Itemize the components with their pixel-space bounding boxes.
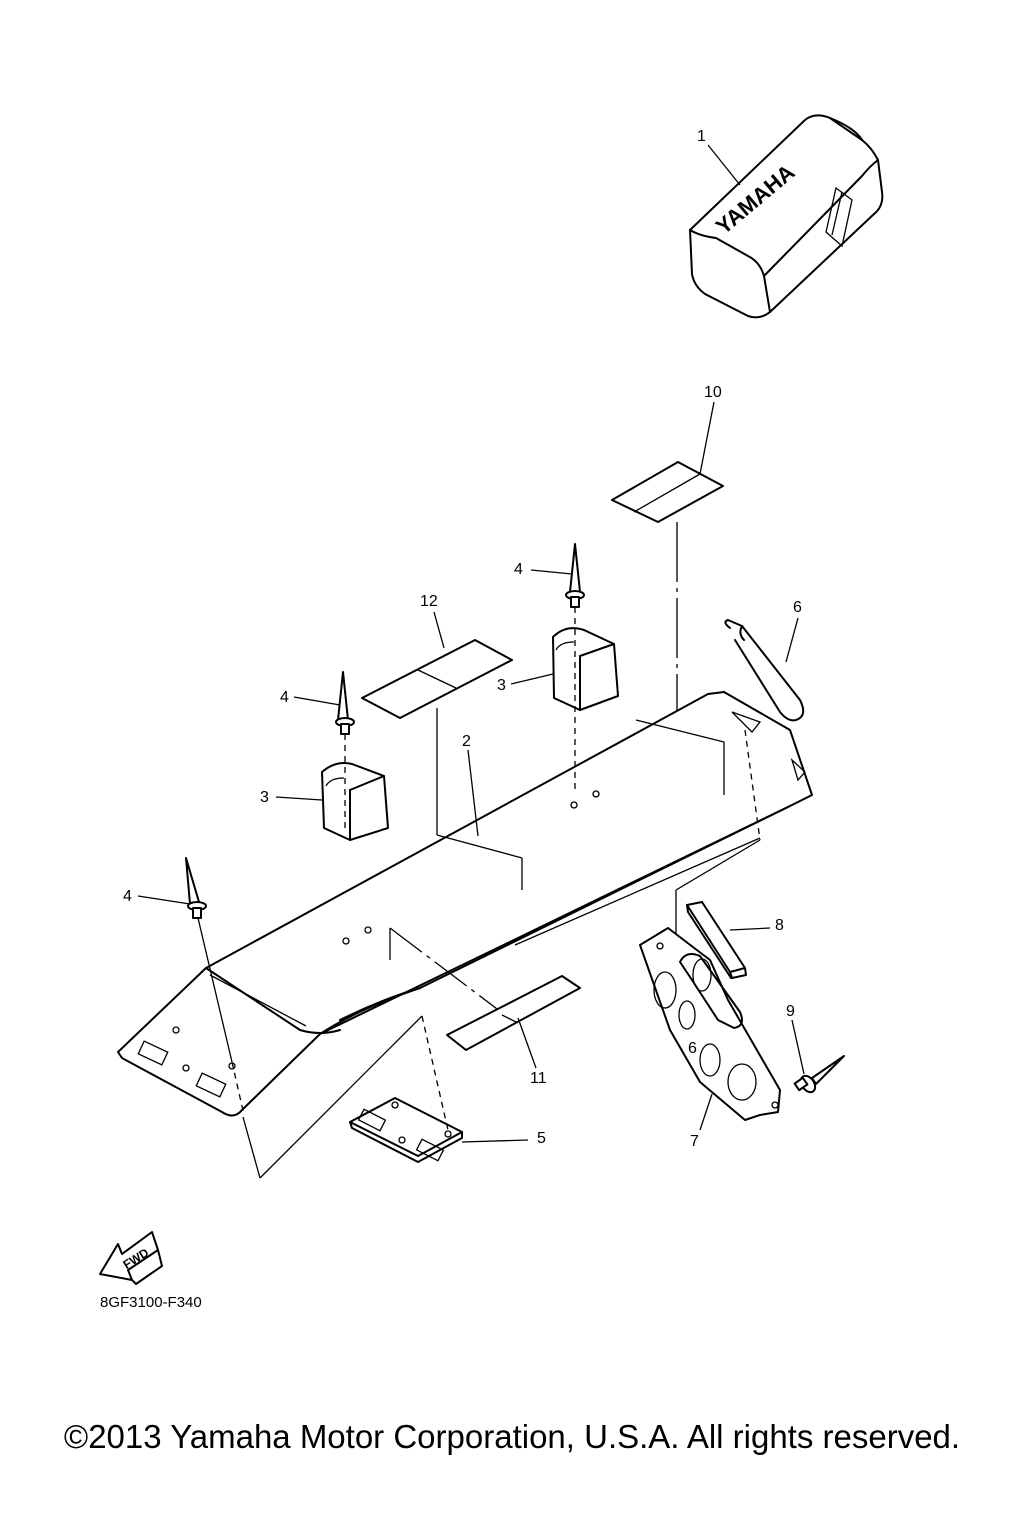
part-wire-hook	[724, 619, 805, 722]
part-cover: YAMAHA	[689, 114, 884, 319]
callout-7: 7	[690, 1133, 699, 1150]
rivet-upper-right	[565, 543, 585, 792]
callout-3-right: 3	[497, 677, 506, 694]
rivet-upper-left	[335, 671, 355, 830]
callout-5: 5	[537, 1130, 546, 1147]
callout-9: 9	[786, 1003, 795, 1020]
callout-11: 11	[530, 1070, 547, 1087]
diagram-code: 8GF3100-F340	[100, 1294, 202, 1311]
copyright-notice: ©2013 Yamaha Motor Corporation, U.S.A. A…	[63, 1418, 961, 1455]
part-foam-block	[686, 901, 747, 979]
part-decal-12	[361, 639, 523, 890]
part-bracket	[639, 927, 781, 1121]
part-decal-10	[611, 461, 724, 710]
callout-1: 1	[697, 128, 706, 145]
callout-8: 8	[775, 917, 784, 934]
part-clip-right	[552, 627, 619, 711]
callout-6-upper: 6	[793, 599, 802, 616]
part-clip-left	[321, 762, 389, 841]
callout-4-upper-right: 4	[514, 561, 523, 578]
callout-4-lower-left: 4	[123, 888, 132, 905]
callout-10: 10	[704, 384, 722, 401]
rivet-side	[793, 1055, 845, 1094]
callout-3-left: 3	[260, 789, 269, 806]
callout-numbers: 1 10 6 12 4 3 2 4 3 4 8 9 6 11 5 7	[123, 128, 802, 1150]
callout-2: 2	[462, 733, 471, 750]
callout-4-upper-left: 4	[280, 689, 289, 706]
part-plate	[242, 1015, 463, 1179]
part-decal-11	[446, 975, 581, 1051]
leader-lines	[137, 144, 805, 1143]
rivet-lower-left	[185, 857, 245, 1116]
callout-6-lower: 6	[688, 1040, 697, 1057]
callout-12: 12	[420, 593, 438, 610]
part-tray	[117, 691, 813, 1117]
fwd-arrow-icon: FWD	[99, 1231, 163, 1285]
